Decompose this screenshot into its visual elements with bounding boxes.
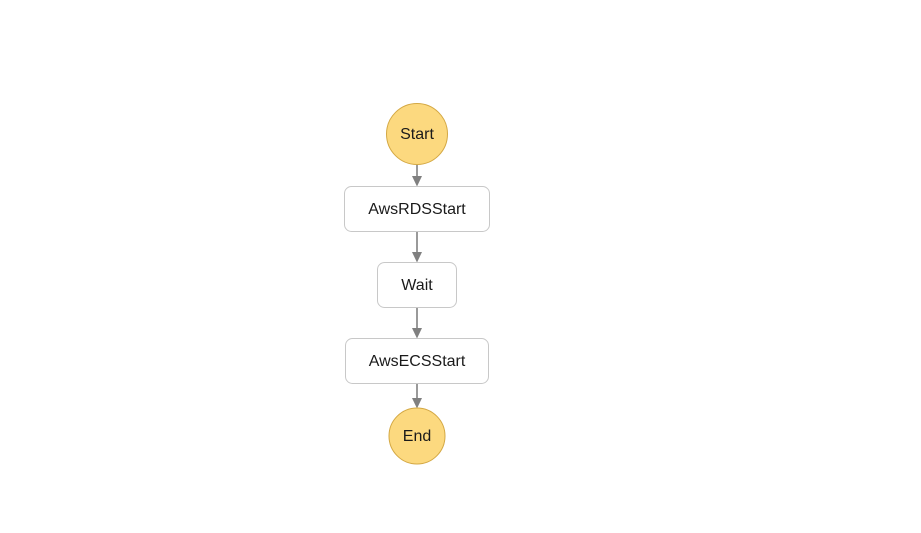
edge-aws-rds-start-to-wait [412,232,422,263]
arrowhead-icon [412,398,422,409]
edge-group [412,165,422,409]
arrowhead-icon [412,252,422,263]
edge-start-to-aws-rds-start [412,165,422,187]
node-group: Start AwsRDSStart Wait AwsECSStart End [344,103,490,465]
node-start-shape[interactable] [386,103,448,165]
node-aws-ecs-start[interactable]: AwsECSStart [345,338,489,384]
node-aws-ecs-start-shape[interactable] [345,338,489,384]
node-start-label: Start [400,126,434,143]
node-aws-ecs-start-label: AwsECSStart [369,353,466,370]
node-aws-rds-start[interactable]: AwsRDSStart [344,186,490,232]
node-wait-shape[interactable] [377,262,457,308]
node-aws-rds-start-label: AwsRDSStart [368,201,466,218]
node-start[interactable]: Start [386,103,448,165]
arrowhead-icon [412,328,422,339]
edge-aws-ecs-start-to-end [412,384,422,409]
arrowhead-icon [412,176,422,187]
edge-wait-to-aws-ecs-start [412,308,422,339]
node-wait[interactable]: Wait [377,262,457,308]
node-aws-rds-start-shape[interactable] [344,186,490,232]
node-wait-label: Wait [401,277,433,294]
node-end-shape[interactable] [388,407,446,465]
node-end[interactable]: End [388,407,446,465]
node-end-label: End [403,428,431,445]
